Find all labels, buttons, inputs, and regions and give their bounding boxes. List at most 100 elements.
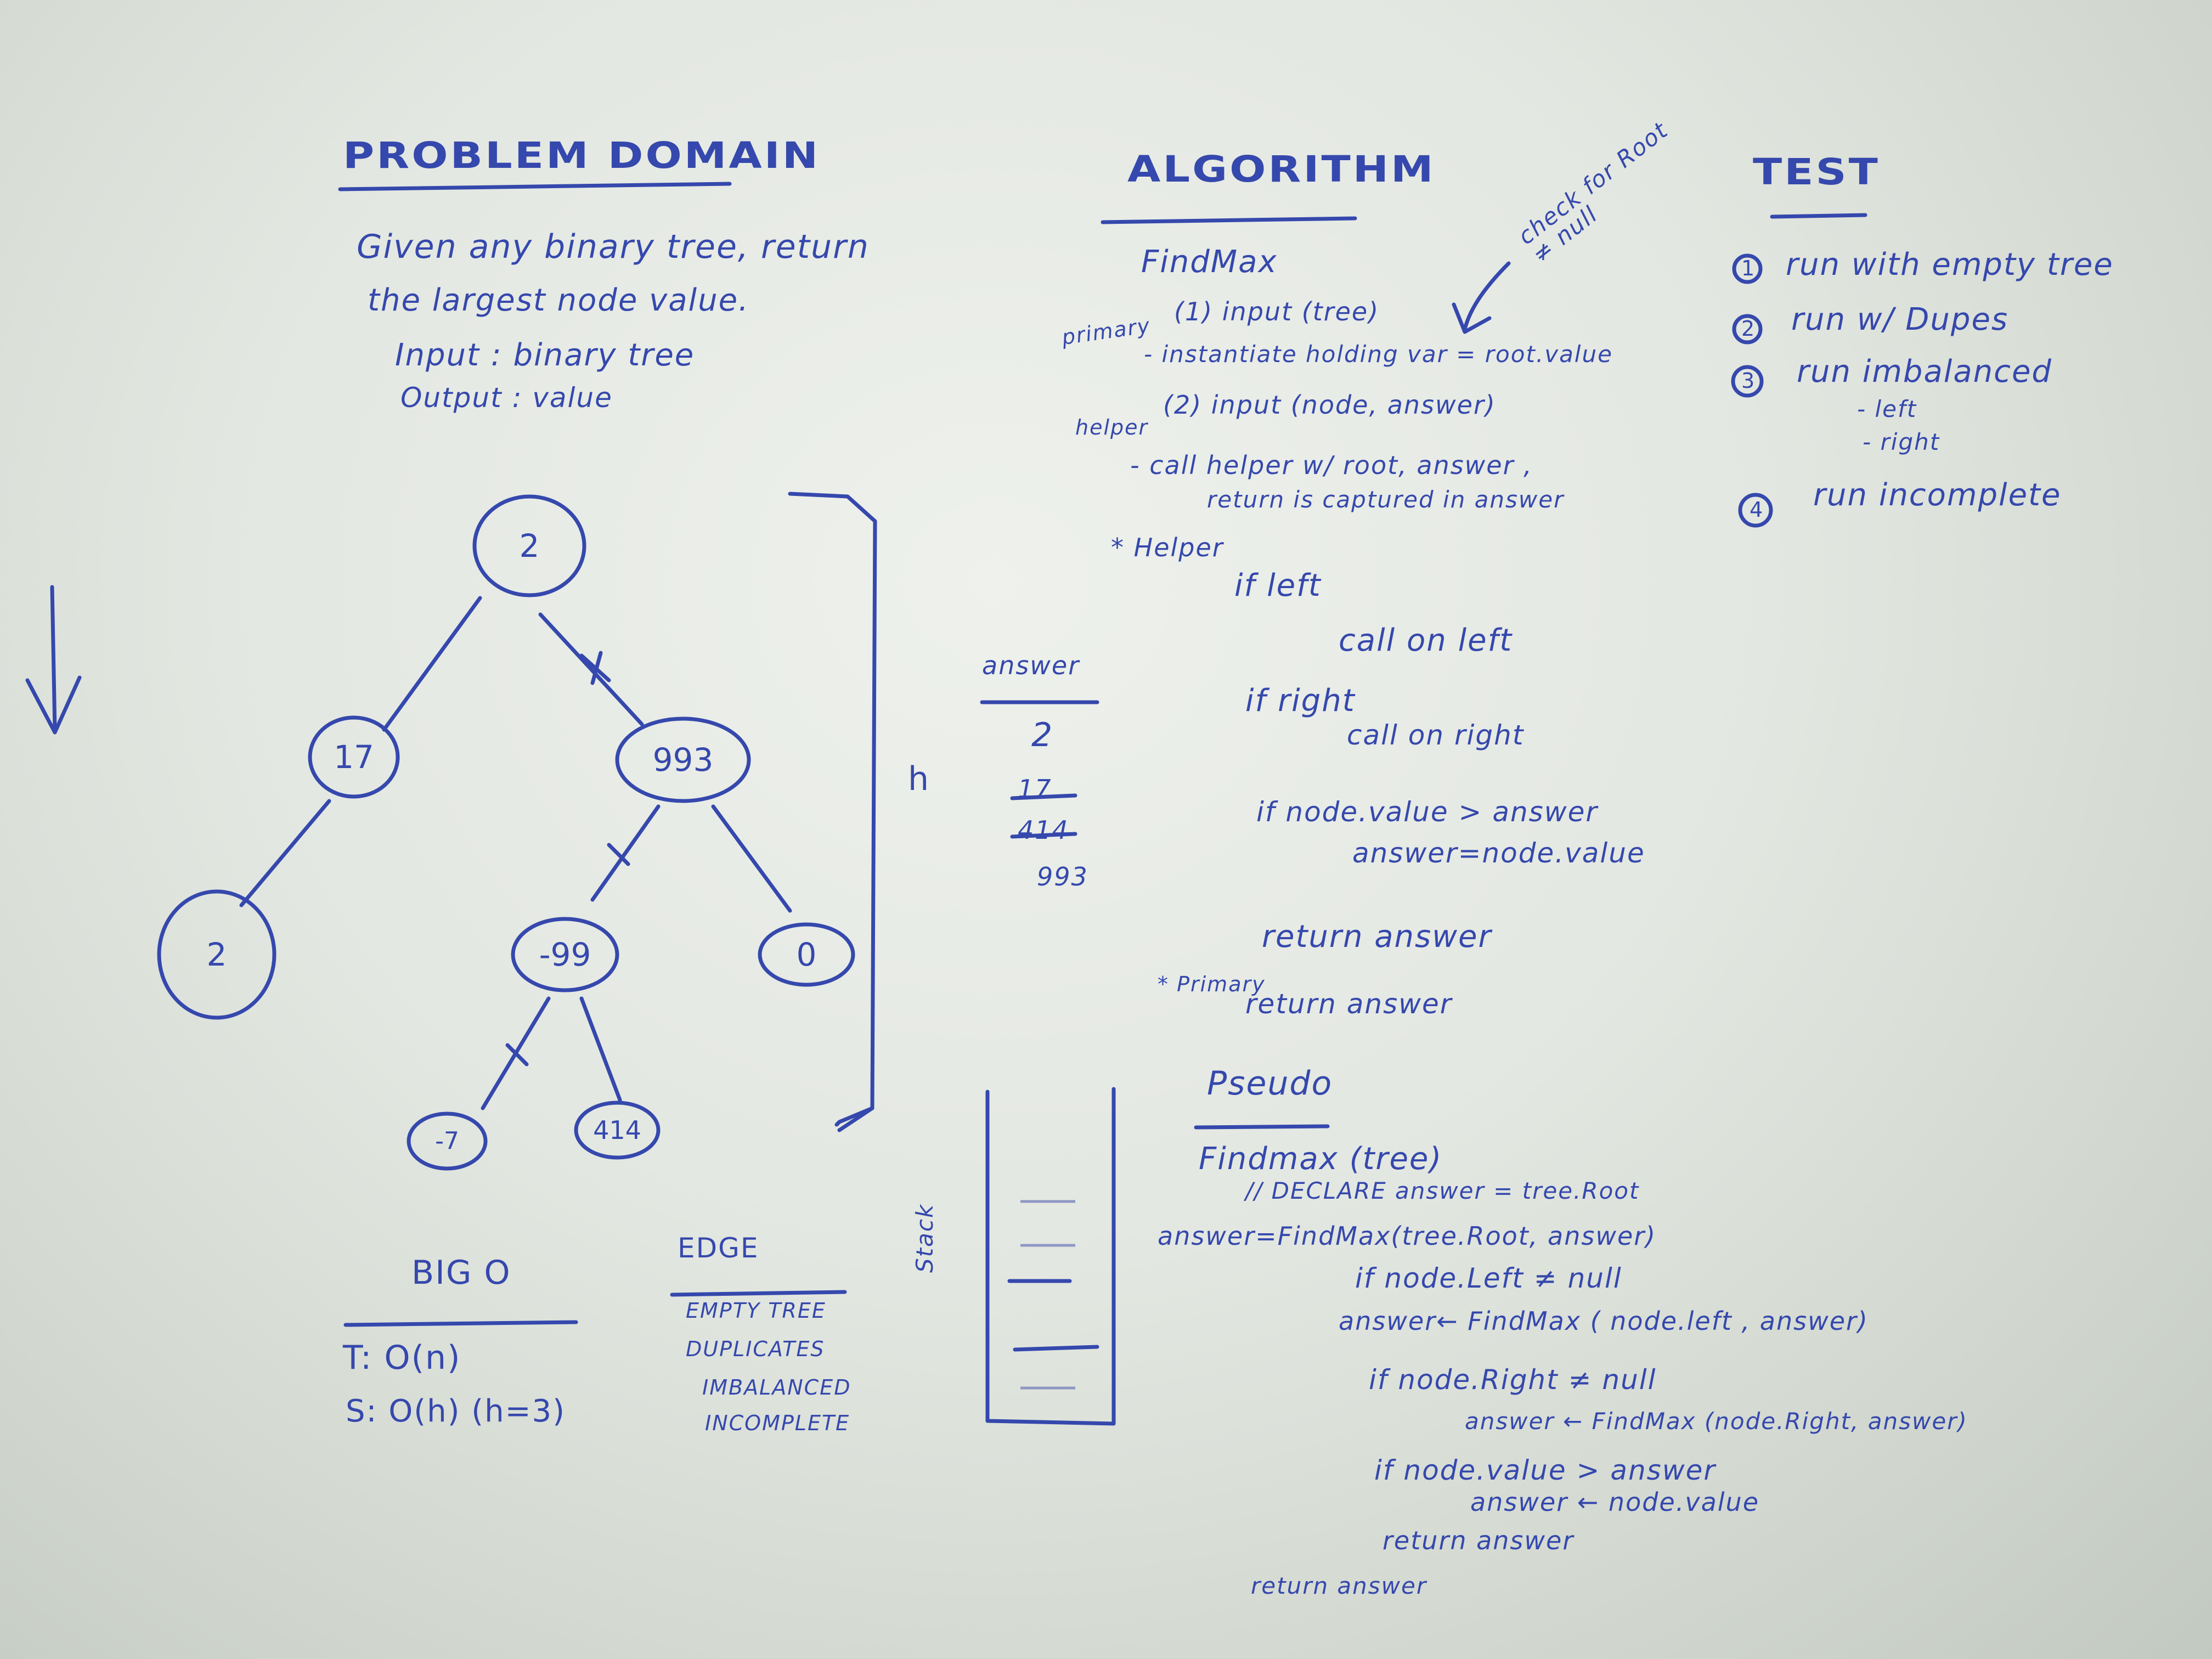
test-item: run imbalanced [1797,354,2052,390]
stack-box [985,1087,1116,1426]
tree-node-0 [758,922,855,987]
call-line: - call helper w/ root, answer , [1130,450,1533,480]
down-arrow-icon [50,585,57,732]
problem-domain-line: Given any binary tree, return [357,228,870,266]
primary-line: - instantiate holding var = root.value [1144,341,1613,368]
edge-item: DUPLICATES [686,1337,825,1361]
tree-node-label: -7 [435,1127,459,1155]
edge-underline [670,1290,847,1297]
test-number: 3 [1741,369,1756,393]
tree-node-label: 0 [797,936,817,973]
tree-edge [538,612,644,726]
tree-node-993 [615,716,751,803]
pseudo-line: answer=FindMax(tree.Root, answer) [1158,1221,1657,1251]
pseudo-line: answer ← FindMax (node.Right, answer) [1465,1408,1968,1435]
tree-node-label: 993 [653,741,714,778]
strike-17 [1010,793,1077,800]
tree-edge-cross [590,651,603,685]
call-line: return is captured in answer [1207,486,1565,513]
bigo-title: BIG O [411,1254,511,1292]
test-underline [1770,213,1867,219]
tree-edge [590,804,661,902]
edge-item: EMPTY TREE [686,1299,826,1323]
test-item: - right [1863,428,1940,455]
edge-item: IMBALANCED [702,1375,851,1400]
algorithm-underline [1101,216,1357,224]
test-item: run incomplete [1813,477,2062,513]
answer-value: 414 [1018,815,1069,845]
tree-node-414 [574,1101,661,1160]
problem-domain-output: Output : value [400,382,613,414]
pseudo-line: answer← FindMax ( node.left , answer) [1339,1306,1869,1336]
tree-edge-cross [505,1043,529,1066]
pseudo-line: return answer [1251,1572,1427,1599]
height-bracket [788,492,877,1127]
answer-title: answer [982,651,1080,680]
test-item: run w/ Dupes [1791,302,2009,337]
primary-return: return answer [1245,988,1453,1020]
test-item: - left [1857,396,1917,422]
test-number-circle [1732,253,1763,284]
primary-line: (1) input (tree) [1174,297,1380,326]
tree-node-root [472,494,586,597]
height-bracket-end [837,1106,874,1132]
problem-domain-underline [338,182,732,191]
algorithm-step: return answer [1262,919,1492,955]
test-number: 1 [1741,256,1756,280]
pseudo-line: answer ← node.value [1470,1487,1759,1517]
test-number: 2 [1741,317,1756,341]
helper-label: helper [1075,415,1149,439]
tree-node-label: 2 [207,936,227,973]
problem-domain-title: PROBLEM DOMAIN [343,134,821,177]
pseudo-line: Findmax (tree) [1199,1141,1443,1177]
algorithm-func: FindMax [1141,244,1278,280]
test-number: 4 [1750,498,1764,522]
tree-edge [711,804,792,913]
algorithm-step: call on left [1339,623,1513,658]
tree-edge [579,996,622,1102]
edge-title: EDGE [678,1232,759,1264]
check-arrow [1463,261,1511,331]
strike-414 [1010,832,1077,839]
height-label: h [908,760,930,798]
tree-edge-cross [607,843,630,866]
pseudo-line: if node.Left ≠ null [1355,1262,1622,1294]
tree-node-neg99 [511,917,619,992]
tree-edge [239,799,331,907]
tree-edge [382,596,482,732]
problem-domain-line: the largest node value. [368,283,749,318]
pseudo-line: if node.value > answer [1374,1454,1716,1486]
stack-label: Stack [911,1203,938,1273]
stack-frame [1013,1345,1099,1352]
algorithm-step: if left [1234,568,1322,603]
test-title: TEST [1753,151,1880,194]
helper-line: (2) input (node, answer) [1163,390,1496,420]
pseudo-line: // DECLARE answer = tree.Root [1245,1177,1640,1204]
answer-value: 993 [1037,862,1088,891]
algorithm-step: if node.value > answer [1256,796,1598,828]
test-number-circle [1738,493,1773,528]
edge-item: INCOMPLETE [705,1411,850,1435]
tree-node-2 [157,889,276,1020]
pseudo-line: return answer [1383,1526,1575,1555]
algorithm-step: answer=node.value [1352,837,1645,869]
algorithm-title: ALGORITHM [1127,148,1436,191]
test-number-circle [1731,365,1764,398]
pseudo-line: if node.Right ≠ null [1369,1364,1657,1396]
algorithm-step: call on right [1347,719,1525,751]
bigo-space: S: O(h) (h=3) [346,1393,566,1429]
tree-node-neg7 [407,1111,488,1171]
pseudo-underline [1194,1124,1330,1130]
tree-node-label: 17 [334,738,374,776]
down-arrow-head-icon [25,675,82,735]
algorithm-step: if right [1245,683,1356,719]
tree-node-17 [308,715,400,799]
helper-title: * Helper [1111,533,1224,562]
answer-value: 2 [1031,716,1054,754]
check-arrow-head-icon [1452,302,1492,334]
test-item: run with empty tree [1786,247,2114,283]
test-number-circle [1732,314,1763,345]
problem-domain-input: Input : binary tree [395,337,695,373]
